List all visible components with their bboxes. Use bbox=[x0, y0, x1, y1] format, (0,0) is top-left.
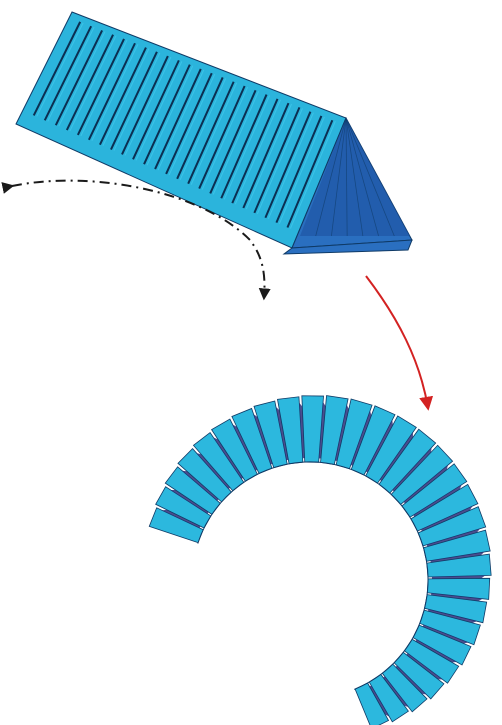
prism-slit-highlight bbox=[58, 31, 106, 127]
ring-gap bbox=[406, 653, 443, 680]
prism-slit bbox=[110, 51, 158, 150]
ring-gap bbox=[162, 509, 201, 529]
ring-gap bbox=[365, 420, 393, 473]
ring-gap bbox=[413, 484, 462, 517]
prism-slit-highlight bbox=[223, 95, 271, 200]
prism-slit bbox=[275, 115, 323, 224]
prism-slit bbox=[220, 94, 268, 199]
prism-slit-highlight bbox=[168, 73, 216, 176]
prism-slit-highlight bbox=[36, 22, 84, 117]
ring-gap bbox=[403, 465, 449, 504]
prism-slit-highlight bbox=[47, 26, 95, 122]
prism-top-face bbox=[15, 11, 347, 249]
prism-end-line bbox=[345, 117, 379, 237]
ring-gap bbox=[431, 575, 486, 579]
prism-slit-highlight bbox=[201, 86, 249, 190]
prism-slit-highlight bbox=[190, 82, 238, 185]
curved-arrow-icon bbox=[365, 275, 434, 411]
prism-slit bbox=[32, 21, 82, 116]
ring-gap bbox=[426, 528, 480, 547]
prism-slits bbox=[32, 21, 336, 229]
ring-gap bbox=[318, 402, 326, 459]
prism-end-lines bbox=[315, 117, 395, 237]
ring-gap bbox=[415, 639, 457, 663]
prism-end-line bbox=[315, 117, 347, 237]
ring-gap bbox=[196, 453, 231, 490]
ring-gap bbox=[299, 402, 305, 459]
prism-slit-highlight bbox=[80, 39, 128, 137]
prism-slit bbox=[54, 29, 103, 126]
prism-slit bbox=[264, 111, 312, 219]
prism-slit bbox=[198, 85, 246, 189]
prism-slit bbox=[187, 81, 235, 185]
prism-slit bbox=[286, 119, 334, 228]
prism-slit bbox=[176, 77, 224, 180]
prism-slit bbox=[143, 64, 191, 165]
prism-end-line bbox=[331, 117, 347, 237]
prism-slit bbox=[76, 38, 125, 136]
ring-gap bbox=[213, 437, 244, 480]
ring-gap bbox=[379, 432, 413, 482]
ring-gap bbox=[170, 489, 209, 514]
prism-slit bbox=[121, 55, 169, 155]
slit-ring bbox=[148, 395, 492, 725]
prism-slit bbox=[165, 72, 213, 175]
prism-slit-highlight bbox=[179, 78, 227, 180]
ring-gap bbox=[369, 685, 390, 717]
prism-slit bbox=[87, 42, 136, 141]
prism-slit-highlight bbox=[146, 65, 194, 166]
prism-slit-highlight bbox=[157, 69, 205, 171]
ring-gap bbox=[427, 609, 478, 623]
ring-gap bbox=[422, 624, 469, 644]
prism-slit-highlight bbox=[69, 35, 117, 132]
ring-gap bbox=[335, 404, 349, 462]
prism-slit bbox=[99, 47, 147, 146]
prism-end-line bbox=[345, 117, 395, 237]
ring-gap bbox=[232, 424, 258, 471]
prism-slit bbox=[154, 68, 202, 170]
prism-slit-highlight bbox=[278, 116, 325, 224]
slit-prism bbox=[15, 11, 413, 255]
prism-end-line bbox=[345, 117, 348, 237]
ring-gap bbox=[392, 447, 432, 492]
prism-slit bbox=[65, 34, 114, 131]
prism-slit-highlight bbox=[124, 56, 172, 156]
ring-gap bbox=[431, 593, 483, 602]
prism-end-line bbox=[345, 117, 364, 237]
ring-gap bbox=[421, 506, 473, 532]
ring-gap bbox=[430, 552, 485, 563]
prism-slit-highlight bbox=[102, 48, 150, 146]
prism-slit-highlight bbox=[212, 91, 260, 195]
ring-gap bbox=[182, 470, 219, 501]
prism-slit bbox=[132, 59, 180, 160]
prism-bottom-lip bbox=[282, 239, 413, 255]
prism-slit-highlight bbox=[135, 61, 183, 161]
curved-dashed-arrow-icon bbox=[1, 179, 271, 301]
ring-gap bbox=[275, 406, 289, 461]
ring-gap bbox=[383, 676, 409, 708]
prism-slit-highlight bbox=[289, 121, 336, 229]
prism-slit bbox=[43, 25, 93, 121]
prism-slit bbox=[209, 89, 257, 194]
ring-inner-edge bbox=[197, 461, 429, 690]
prism-slit-highlight bbox=[267, 112, 314, 219]
ring-gap bbox=[350, 410, 372, 466]
prism-slit-highlight bbox=[113, 52, 161, 151]
ring-gap bbox=[395, 665, 427, 695]
prism-slit-highlight bbox=[91, 44, 139, 142]
ring-gap bbox=[253, 414, 273, 465]
